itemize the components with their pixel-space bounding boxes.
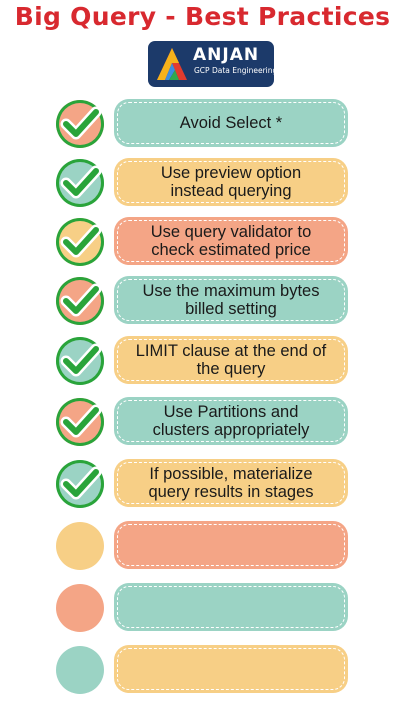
practice-card: LIMIT clause at the end of the query	[114, 336, 348, 384]
practice-card: Use preview option instead querying	[114, 158, 348, 206]
letter-a-logo-icon	[157, 48, 187, 80]
card-border: Use Partitions and clusters appropriatel…	[117, 400, 345, 442]
card-border: If possible, materialize query results i…	[117, 462, 345, 504]
card-border: Use the maximum bytes billed setting	[117, 279, 345, 321]
card-border: Avoid Select *	[117, 102, 345, 144]
list-item: LIMIT clause at the end of the query	[0, 335, 405, 389]
brand-logo: ANJAN GCP Data Engineering	[148, 41, 278, 87]
practice-text: Avoid Select *	[179, 114, 283, 132]
logo-subtitle: GCP Data Engineering	[194, 66, 278, 75]
check-mark-icon	[60, 224, 102, 258]
check-mark-icon	[60, 165, 102, 199]
checked-circle	[56, 100, 104, 148]
card-border	[117, 524, 345, 566]
practice-card: Use query validator to check estimated p…	[114, 217, 348, 265]
list-item: Use preview option instead querying	[0, 157, 405, 211]
list-item: Avoid Select *	[0, 98, 405, 152]
empty-circle	[56, 522, 104, 570]
page-title: Big Query - Best Practices	[14, 2, 391, 31]
check-mark-icon	[60, 343, 102, 377]
checked-circle	[56, 277, 104, 325]
card-border: Use query validator to check estimated p…	[117, 220, 345, 262]
check-mark-icon	[60, 283, 102, 317]
practice-card	[114, 645, 348, 693]
list-item: Use the maximum bytes billed setting	[0, 275, 405, 329]
card-border	[117, 648, 345, 690]
card-border: LIMIT clause at the end of the query	[117, 339, 345, 381]
practice-card: If possible, materialize query results i…	[114, 459, 348, 507]
check-mark-icon	[60, 106, 102, 140]
practice-card: Use the maximum bytes billed setting	[114, 276, 348, 324]
checked-circle	[56, 159, 104, 207]
list-item	[0, 520, 405, 574]
card-border: Use preview option instead querying	[117, 161, 345, 203]
list-item	[0, 582, 405, 636]
practice-card	[114, 583, 348, 631]
check-mark-icon	[60, 404, 102, 438]
practice-card: Avoid Select *	[114, 99, 348, 147]
practice-text: Use preview option instead querying	[160, 164, 302, 200]
practice-text: Use the maximum bytes billed setting	[142, 282, 320, 318]
list-item: Use query validator to check estimated p…	[0, 216, 405, 270]
practice-text: Use query validator to check estimated p…	[150, 223, 312, 259]
empty-circle	[56, 646, 104, 694]
practice-card: Use Partitions and clusters appropriatel…	[114, 397, 348, 445]
checked-circle	[56, 218, 104, 266]
checked-circle	[56, 460, 104, 508]
practice-text: LIMIT clause at the end of the query	[135, 342, 327, 378]
checked-circle	[56, 337, 104, 385]
list-item	[0, 644, 405, 698]
practice-text: Use Partitions and clusters appropriatel…	[152, 403, 310, 439]
logo-name: ANJAN	[193, 45, 260, 65]
practice-card	[114, 521, 348, 569]
card-border	[117, 586, 345, 628]
list-item: Use Partitions and clusters appropriatel…	[0, 396, 405, 450]
list-item: If possible, materialize query results i…	[0, 458, 405, 512]
checked-circle	[56, 398, 104, 446]
check-mark-icon	[60, 466, 102, 500]
practice-text: If possible, materialize query results i…	[148, 465, 314, 501]
empty-circle	[56, 584, 104, 632]
